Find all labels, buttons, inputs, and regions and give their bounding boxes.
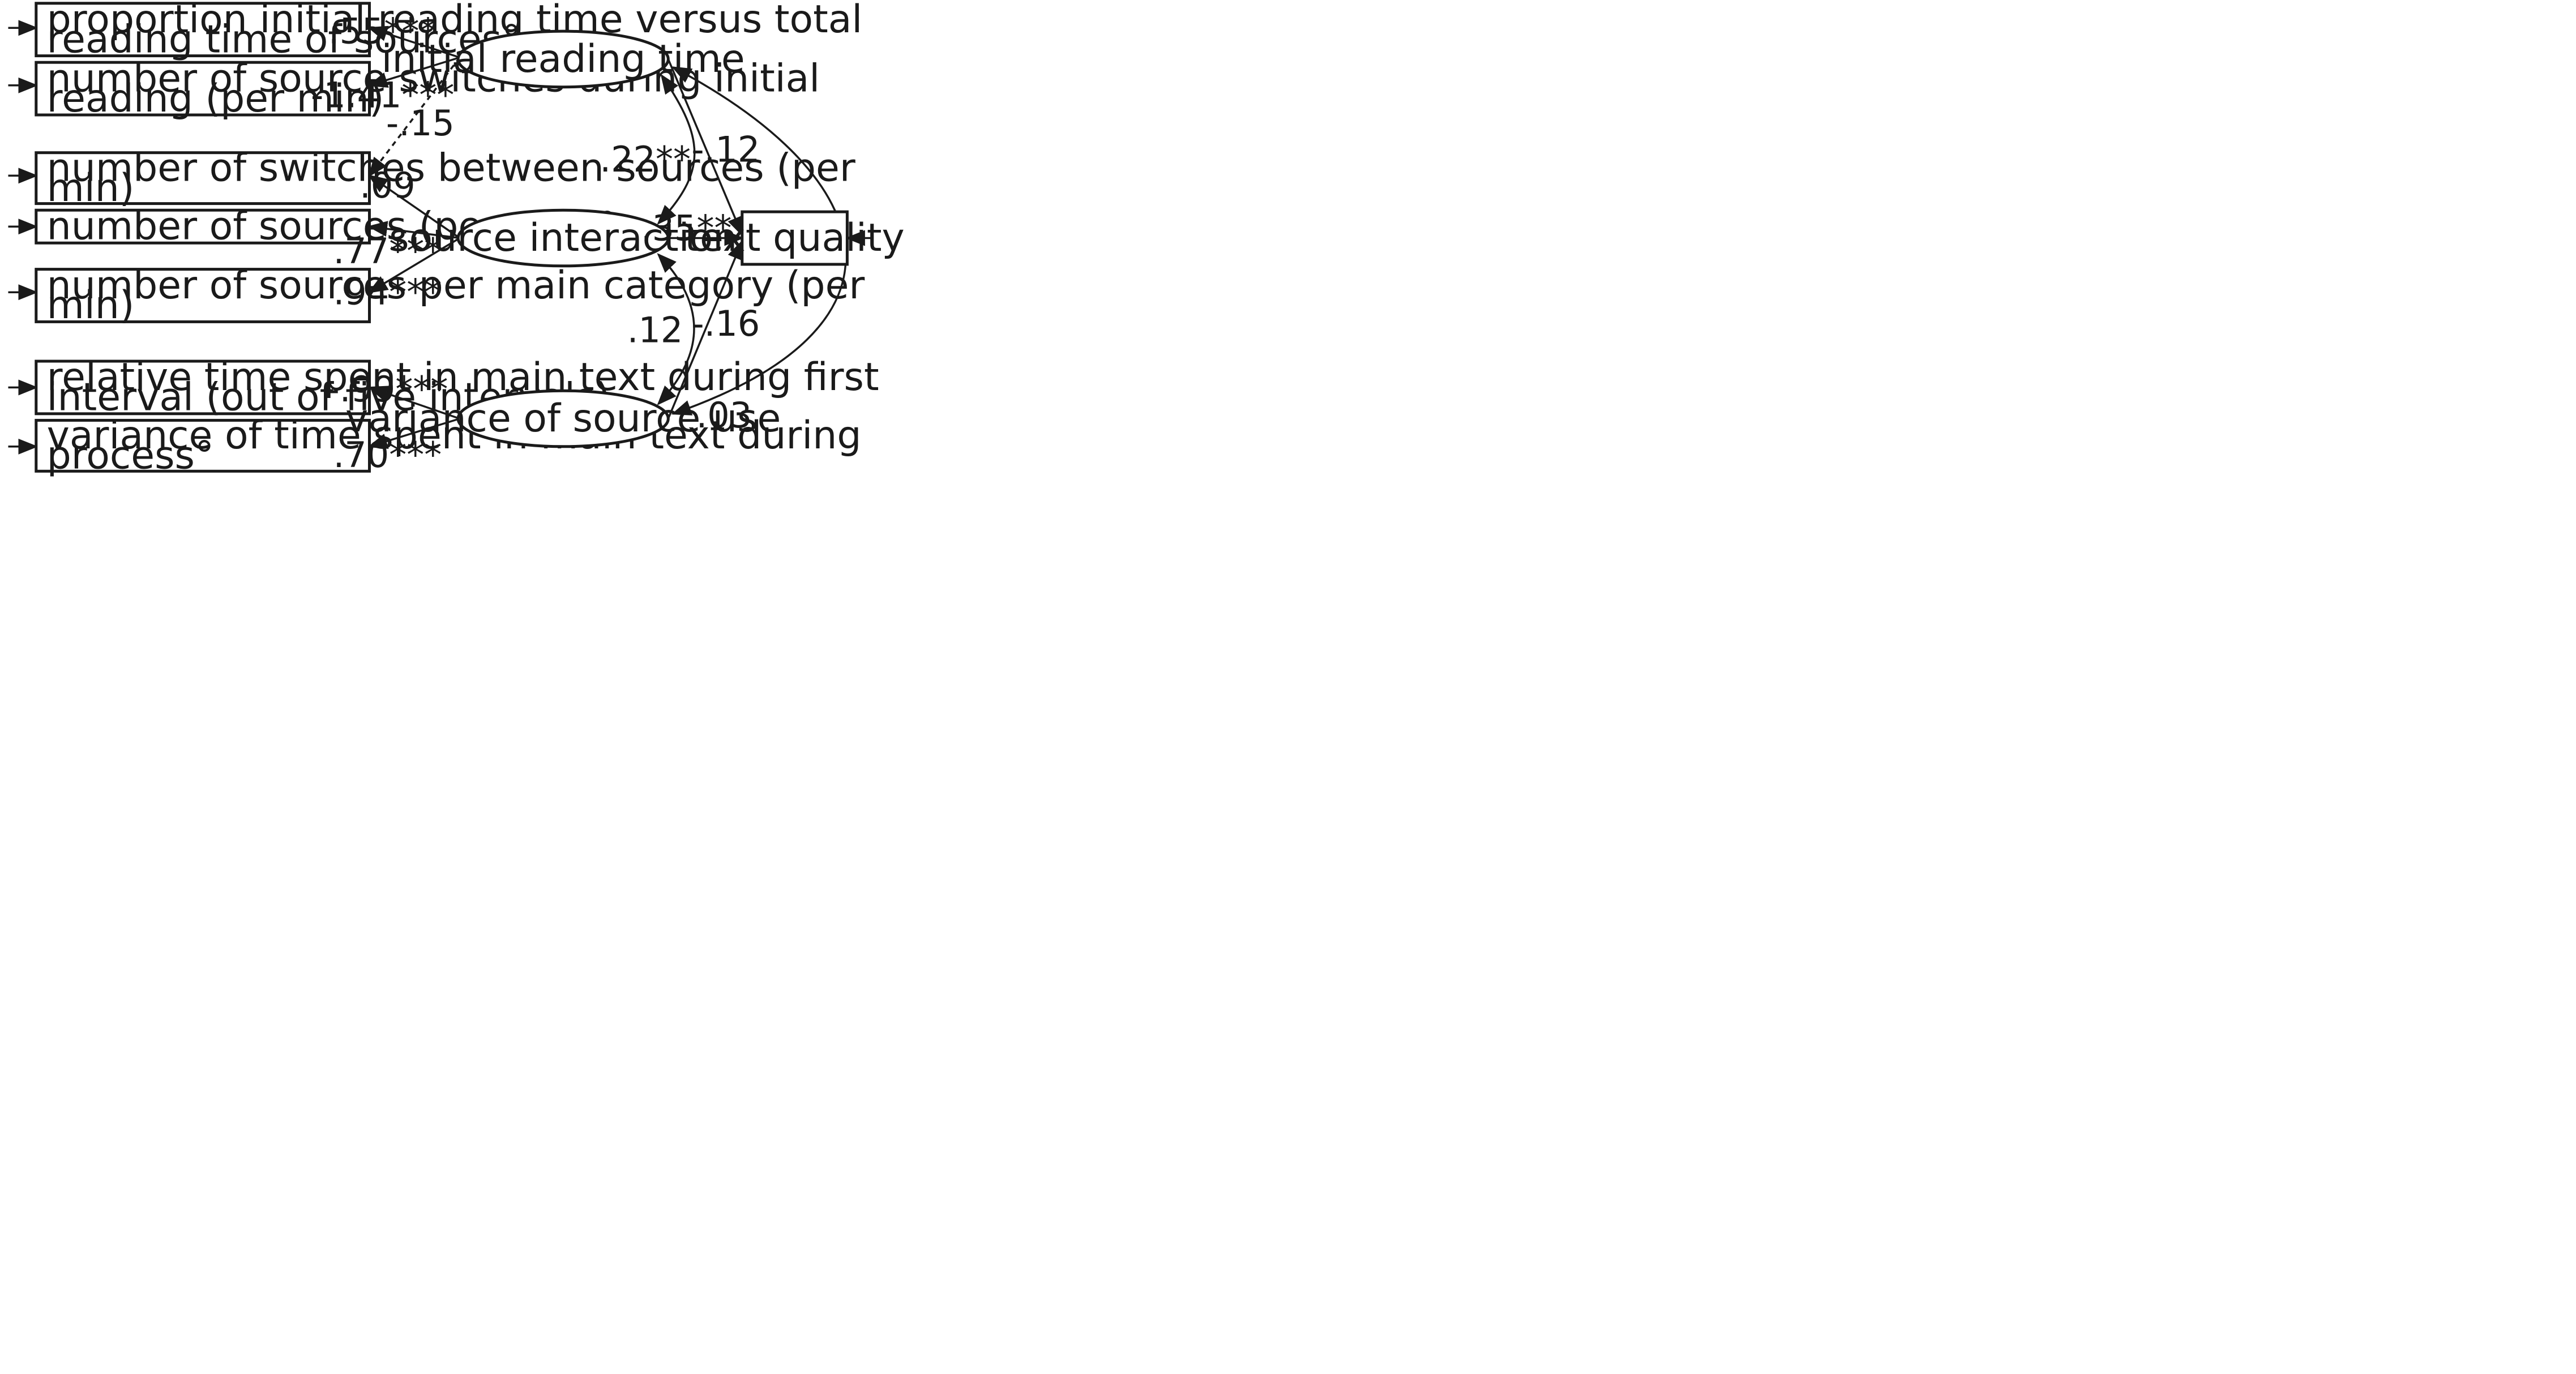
indicator-label: process° [47, 434, 214, 478]
loading-arrow [367, 56, 460, 88]
indicator-label: number of source switches during initial [47, 56, 820, 101]
indicator-box [35, 151, 371, 206]
indicator-label: reading (per min) [47, 76, 384, 121]
loading-arrow [367, 237, 460, 294]
indicator-label: number of switches between sources (per [47, 145, 855, 190]
edges-layer [8, 20, 874, 455]
indicator-box [35, 418, 371, 473]
path-label: .35** [641, 208, 732, 249]
indicator-label: min) [47, 283, 135, 328]
covariance-label: .03 [696, 395, 752, 436]
loading-label: .94*** [333, 272, 442, 313]
loading-label: .70*** [333, 434, 442, 476]
latent-ellipse [456, 389, 670, 448]
indicator-box [35, 2, 371, 58]
latent-ellipse [456, 29, 670, 89]
covariance-label: .12 [627, 309, 683, 350]
indicator-label: reading time of sources° [47, 17, 521, 62]
loading-arrow [367, 25, 460, 59]
indicator-box [35, 61, 371, 117]
loading-label: .55*** [328, 11, 437, 52]
path-label: -.12 [691, 129, 760, 170]
latent-ellipse [456, 208, 670, 268]
latent-label: initial reading time [382, 37, 745, 82]
loading-arrow [367, 417, 460, 449]
indicator-label: number of sources per main category (per [47, 263, 865, 308]
outcome-label: text quality [684, 216, 904, 260]
indicator-label: variance of time spent in main text duri… [47, 413, 862, 458]
latent-label: variance of source use [345, 396, 781, 441]
loading-arrow [367, 221, 460, 239]
covariance-label: .22** [600, 139, 691, 180]
loading-label: -1.41*** [311, 75, 454, 116]
loading-arrow [367, 174, 460, 239]
indicator-label: min) [47, 166, 135, 211]
coefficient-labels-layer: .55*** -1.41***-.15 .09 .77***.94*** -.99***… [311, 11, 760, 476]
loading-label: .77*** [333, 230, 442, 272]
indicator-box [35, 359, 371, 416]
loading-label: -.99*** [327, 369, 448, 410]
nodes-layer: proportion initial reading time versus t… [35, 0, 905, 478]
loading-label: -.15 [386, 102, 455, 144]
indicator-label: relative time spent in main text during … [47, 355, 879, 400]
path-label: -.16 [691, 303, 760, 344]
loading-label: .09 [360, 165, 416, 206]
indicator-box [35, 268, 371, 323]
indicator-label: proportion initial reading time versus t… [47, 0, 863, 42]
latent-label: source interaction [389, 216, 737, 260]
indicator-box [35, 208, 371, 245]
outcome-box [741, 210, 849, 266]
loading-arrow [367, 386, 460, 420]
